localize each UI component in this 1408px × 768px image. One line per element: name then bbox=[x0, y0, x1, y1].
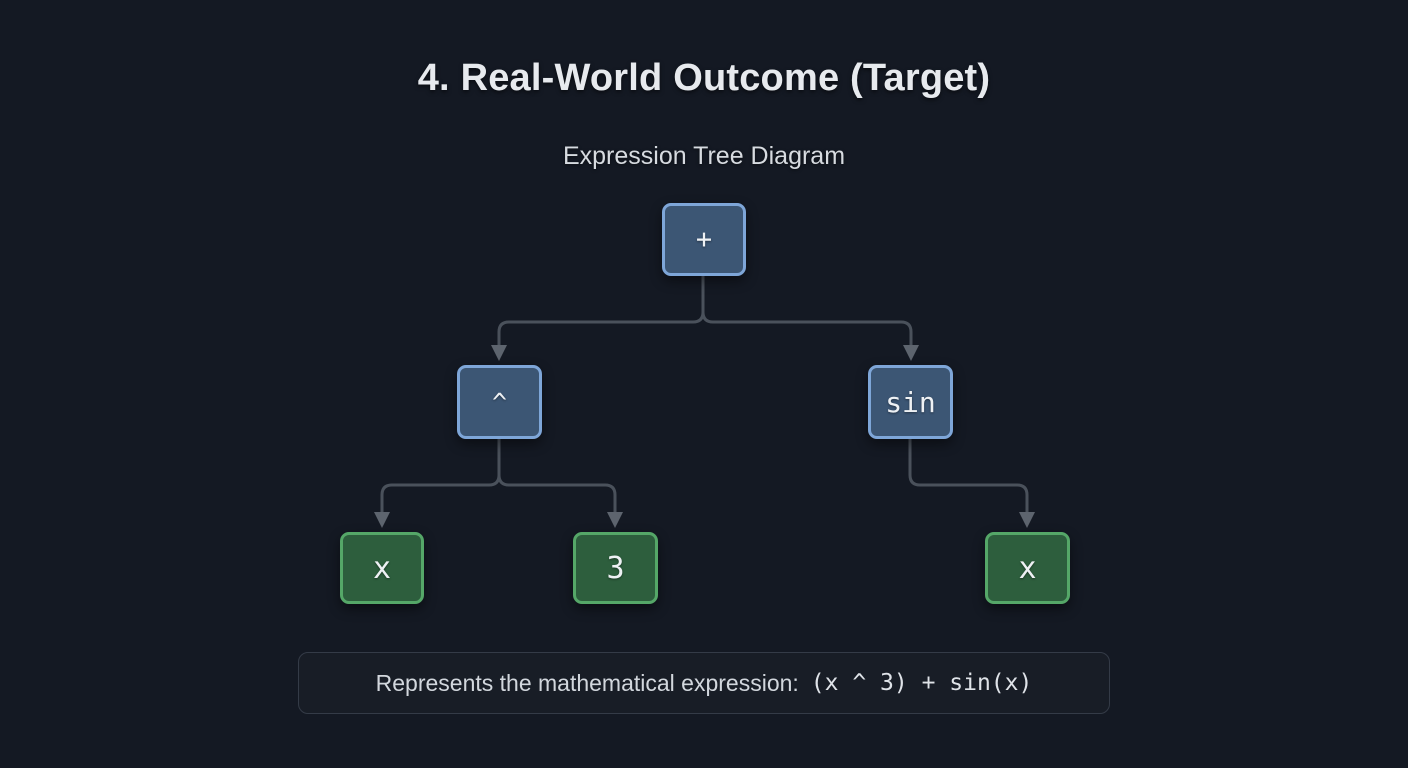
edge-sin-x bbox=[908, 439, 1029, 514]
tree-node-three: 3 bbox=[573, 532, 658, 604]
edge-pow-three bbox=[497, 439, 617, 514]
caption-text: Represents the mathematical expression: bbox=[375, 669, 799, 696]
diagram-title: Expression Tree Diagram bbox=[562, 142, 846, 170]
arrowhead-down-icon bbox=[1019, 512, 1035, 528]
tree-node-x-right: x bbox=[985, 532, 1070, 604]
arrowhead-down-icon bbox=[374, 512, 390, 528]
page-title: 4. Real-World Outcome (Target) bbox=[417, 57, 991, 99]
edge-pow-x bbox=[380, 439, 501, 514]
arrowhead-down-icon bbox=[491, 345, 507, 361]
caption-box: Represents the mathematical expression: … bbox=[298, 652, 1110, 714]
tree-node-x-left: x bbox=[340, 532, 424, 604]
tree-node-pow: ^ bbox=[457, 365, 542, 439]
edge-plus-sin bbox=[701, 276, 913, 347]
arrowhead-down-icon bbox=[607, 512, 623, 528]
tree-node-sin: sin bbox=[868, 365, 953, 439]
caption-expression: (x ^ 3) + sin(x) bbox=[810, 670, 1033, 696]
tree-node-plus: + bbox=[662, 203, 746, 276]
edge-plus-pow bbox=[497, 276, 705, 347]
arrowhead-down-icon bbox=[903, 345, 919, 361]
